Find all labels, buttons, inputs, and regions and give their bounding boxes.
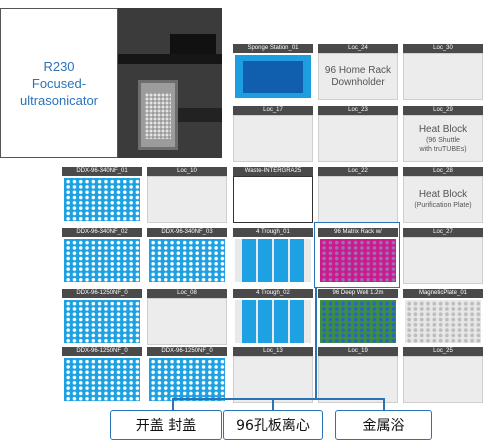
slot-label: DDX-96-340NF_03 (147, 228, 227, 237)
slot-loc-08[interactable]: Loc_08 (147, 289, 227, 345)
tip-rack-icon (149, 239, 225, 282)
trough-icon (235, 300, 311, 343)
slot-label: Waste-INTERGRA25 (233, 167, 313, 176)
matrix-rack-icon (320, 239, 396, 282)
slot-matrix-rack[interactable]: 96 Matrix Rack w/ (318, 228, 398, 284)
ultrasonicator-photo (118, 8, 222, 158)
slot-label: 96 Matrix Rack w/ (318, 228, 398, 237)
slot-label: MagneticPlate_01 (403, 289, 483, 298)
slot-loc-24[interactable]: Loc_24 96 Home Rack Downholder (318, 44, 398, 100)
slot-label: Loc_13 (233, 347, 313, 356)
slot-label: DDX-96-340NF_01 (62, 167, 142, 176)
tip-rack-icon (64, 358, 140, 401)
slot-label: DDX-96-1250NF_0 (62, 347, 142, 356)
instrument-tube (178, 108, 222, 122)
metal-bath-button[interactable]: 金属浴 (335, 410, 432, 440)
slot-loc-13[interactable]: Loc_13 (233, 347, 313, 403)
slot-loc-19[interactable]: Loc_19 (318, 347, 398, 403)
connector-horizontal (172, 398, 384, 400)
sponge-station-icon (235, 55, 311, 98)
tip-rack-icon (64, 239, 140, 282)
slot-content-line: Downholder (331, 76, 385, 88)
slot-label: DDX-96-1250NF_0 (147, 347, 227, 356)
slot-label: Loc_23 (318, 106, 398, 115)
tip-rack-icon (64, 178, 140, 221)
slot-trough-01[interactable]: 4 Trough_01 (233, 228, 313, 284)
slot-label: Loc_28 (403, 167, 483, 176)
slot-label: DDX-96-340NF_02 (62, 228, 142, 237)
tip-rack-icon (64, 300, 140, 343)
slot-label: Loc_25 (403, 347, 483, 356)
slot-ddx-1250nf-bottom-right[interactable]: DDX-96-1250NF_0 (147, 347, 227, 403)
slot-loc-30[interactable]: Loc_30 (403, 44, 483, 100)
slot-label: Loc_27 (403, 228, 483, 237)
instrument-arm (118, 54, 222, 64)
slot-label: Loc_30 (403, 44, 483, 53)
slot-label: Loc_24 (318, 44, 398, 53)
slot-label: 4 Trough_01 (233, 228, 313, 237)
connector-drop-left (172, 398, 174, 410)
selection-highlight (314, 222, 400, 288)
magnetic-plate-icon (405, 300, 481, 343)
slot-label: 96 Deep Well 1.2m (318, 289, 398, 298)
slot-label: Loc_29 (403, 106, 483, 115)
slot-loc-27[interactable]: Loc_27 (403, 228, 483, 284)
plate-centrifuge-button[interactable]: 96孔板离心 (223, 410, 323, 440)
slot-content-line: (96 Shuttle (426, 136, 460, 144)
connector-drop-middle (272, 398, 274, 410)
r230-subtitle-2: ultrasonicator (19, 92, 99, 108)
slot-content-line: 96 Home Rack (324, 64, 392, 76)
r230-ultrasonicator-panel[interactable]: R230 Focused- ultrasonicator (0, 8, 118, 158)
r230-title: R230 (43, 58, 75, 74)
slot-sponge-station[interactable]: Sponge Station_01 (233, 44, 313, 100)
slot-waste[interactable]: Waste-INTERGRA25 (233, 167, 313, 223)
slot-content-line: (Purification Plate) (414, 202, 472, 209)
slot-loc-25[interactable]: Loc_25 (403, 347, 483, 403)
slot-label: Loc_10 (147, 167, 227, 176)
slot-content-line: Heat Block (418, 189, 468, 200)
slot-ddx-1250nf-left[interactable]: DDX-96-1250NF_0 (62, 289, 142, 345)
slot-loc-29[interactable]: Loc_29 Heat Block (96 Shuttle with truTU… (403, 106, 483, 162)
trough-icon (235, 239, 311, 282)
slot-loc-22[interactable]: Loc_22 (318, 167, 398, 223)
slot-label: Sponge Station_01 (233, 44, 313, 53)
tip-rack-icon (149, 358, 225, 401)
slot-loc-23[interactable]: Loc_23 (318, 106, 398, 162)
slot-label: Loc_08 (147, 289, 227, 298)
slot-label: Loc_19 (318, 347, 398, 356)
slot-ddx-340nf-02[interactable]: DDX-96-340NF_02 (62, 228, 142, 284)
slot-ddx-1250nf-bottom-left[interactable]: DDX-96-1250NF_0 (62, 347, 142, 403)
slot-label: 4 Trough_02 (233, 289, 313, 298)
slot-loc-17[interactable]: Loc_17 (233, 106, 313, 162)
open-close-lid-button[interactable]: 开盖 封盖 (110, 410, 222, 440)
connector-drop-right (383, 398, 385, 410)
slot-trough-02[interactable]: 4 Trough_02 (233, 289, 313, 345)
slot-label: Loc_22 (318, 167, 398, 176)
deep-well-plate-icon (320, 300, 396, 343)
slot-loc-28[interactable]: Loc_28 Heat Block (Purification Plate) (403, 167, 483, 223)
r230-subtitle-1: Focused- (31, 75, 87, 91)
slot-magnetic-plate[interactable]: MagneticPlate_01 (403, 289, 483, 345)
slot-content-line: with truTUBEs) (419, 145, 467, 153)
slot-label: DDX-96-1250NF_0 (62, 289, 142, 298)
slot-label: Loc_17 (233, 106, 313, 115)
slot-content-line: Heat Block (418, 123, 468, 135)
connector-vertical (315, 288, 317, 398)
slot-loc-10[interactable]: Loc_10 (147, 167, 227, 223)
instrument-plate-tray (138, 80, 178, 150)
slot-ddx-340nf-01[interactable]: DDX-96-340NF_01 (62, 167, 142, 223)
slot-deep-well[interactable]: 96 Deep Well 1.2m (318, 289, 398, 345)
slot-ddx-340nf-03[interactable]: DDX-96-340NF_03 (147, 228, 227, 284)
